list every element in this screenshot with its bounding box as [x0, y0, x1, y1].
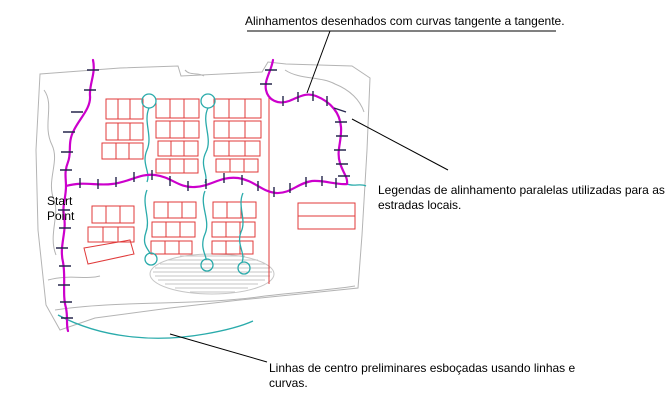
alignment-northeast-road [264, 58, 349, 186]
lot-division-lines [102, 99, 355, 254]
annotation-centerline-note: Linhas de centro preliminares esboçadas … [269, 361, 576, 390]
preliminary-centerlines [57, 93, 367, 339]
leader-alignment-note [247, 30, 556, 94]
leader-centerline-note [169, 333, 268, 363]
annotation-labels-note: Legendas de alinhamento paralelas utiliz… [378, 183, 665, 212]
lot-lines [83, 96, 356, 284]
road-alignments [60, 58, 349, 333]
pond-hatch [149, 253, 275, 295]
annotation-alignment-note: Alinhamentos desenhados com curvas tange… [245, 14, 565, 28]
leader-labels-note [351, 118, 449, 171]
start-point-label: Start Point [47, 194, 75, 223]
site-boundary [35, 61, 371, 331]
station-tick-marks [56, 69, 350, 319]
contour-lines [35, 61, 371, 331]
leader-lines [169, 30, 556, 363]
bottom-sketch-curve [57, 314, 254, 339]
